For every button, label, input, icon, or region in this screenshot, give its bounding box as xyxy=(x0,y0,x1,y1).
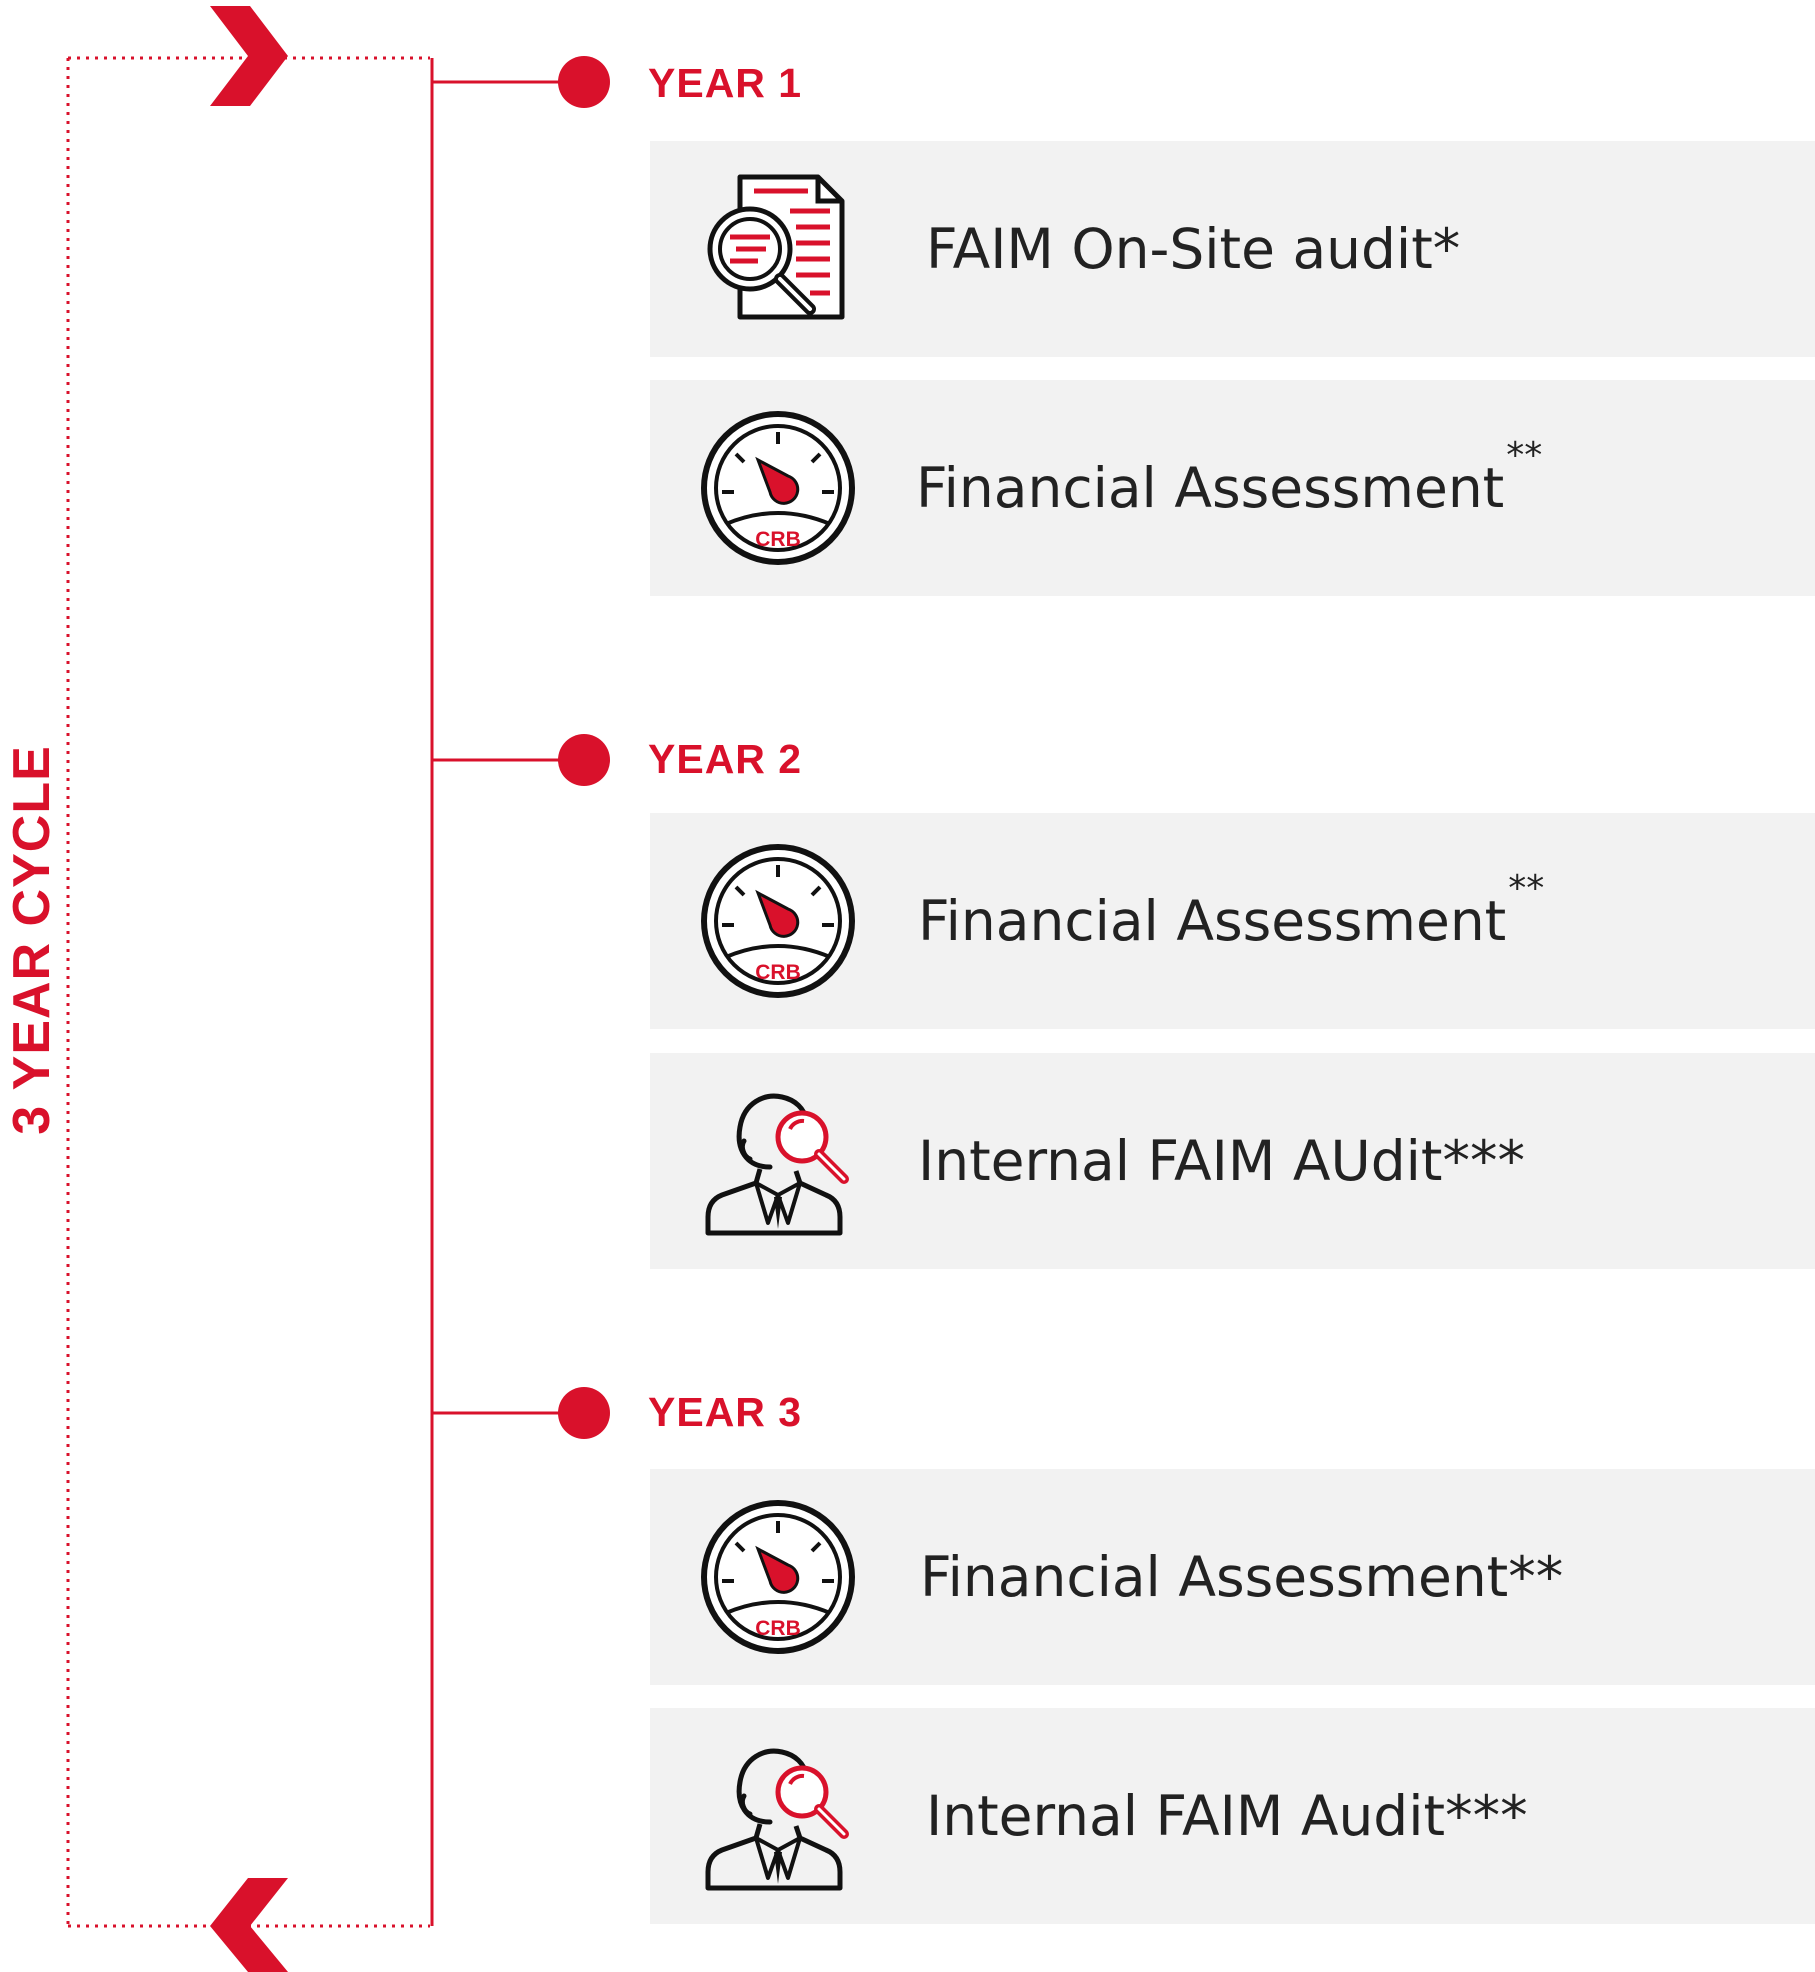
year2-card-financial-assessment: CRB Financial Assessment** xyxy=(650,813,1815,1029)
svg-text:CRB: CRB xyxy=(755,1617,801,1640)
year1-onsite-audit-label: FAIM On-Site audit* xyxy=(926,217,1461,281)
year2-card-internal-audit: Internal FAIM AUdit*** xyxy=(650,1053,1815,1269)
year3-dot xyxy=(558,1387,610,1439)
cycle-label: 3 YEAR CYCLE xyxy=(3,745,61,1135)
year3-financial-assessment-label: Financial Assessment** xyxy=(920,1545,1564,1609)
year2-internal-audit-label: Internal FAIM AUdit*** xyxy=(918,1129,1525,1193)
year2-dot xyxy=(558,734,610,786)
year1-financial-assessment-label: Financial Assessment** xyxy=(916,435,1543,520)
svg-text:CRB: CRB xyxy=(755,528,801,551)
year3-label: YEAR 3 xyxy=(648,1389,803,1435)
gauge-icon: CRB xyxy=(701,411,855,565)
year2-financial-assessment-label: Financial Assessment** xyxy=(918,868,1545,953)
year3-card-internal-audit: Internal FAIM Audit*** xyxy=(650,1708,1815,1924)
gauge-icon: CRB xyxy=(701,1500,855,1654)
year1-dot xyxy=(558,56,610,108)
year2-label: YEAR 2 xyxy=(648,736,803,782)
document-search-icon xyxy=(707,174,845,320)
year3-card-financial-assessment: CRB Financial Assessment** xyxy=(650,1469,1815,1685)
person-search-icon xyxy=(705,1748,849,1891)
year1-card-financial-assessment: CRB Financial Assessment** xyxy=(650,380,1815,596)
year3-internal-audit-label: Internal FAIM Audit*** xyxy=(926,1784,1528,1848)
gauge-icon: CRB xyxy=(701,844,855,998)
svg-text:CRB: CRB xyxy=(755,961,801,984)
person-search-icon xyxy=(705,1093,849,1236)
year1-card-onsite-audit: FAIM On-Site audit* xyxy=(650,141,1815,357)
arrow-right-icon xyxy=(210,6,288,106)
arrow-left-icon xyxy=(210,1878,288,1972)
year1-label: YEAR 1 xyxy=(648,60,803,106)
